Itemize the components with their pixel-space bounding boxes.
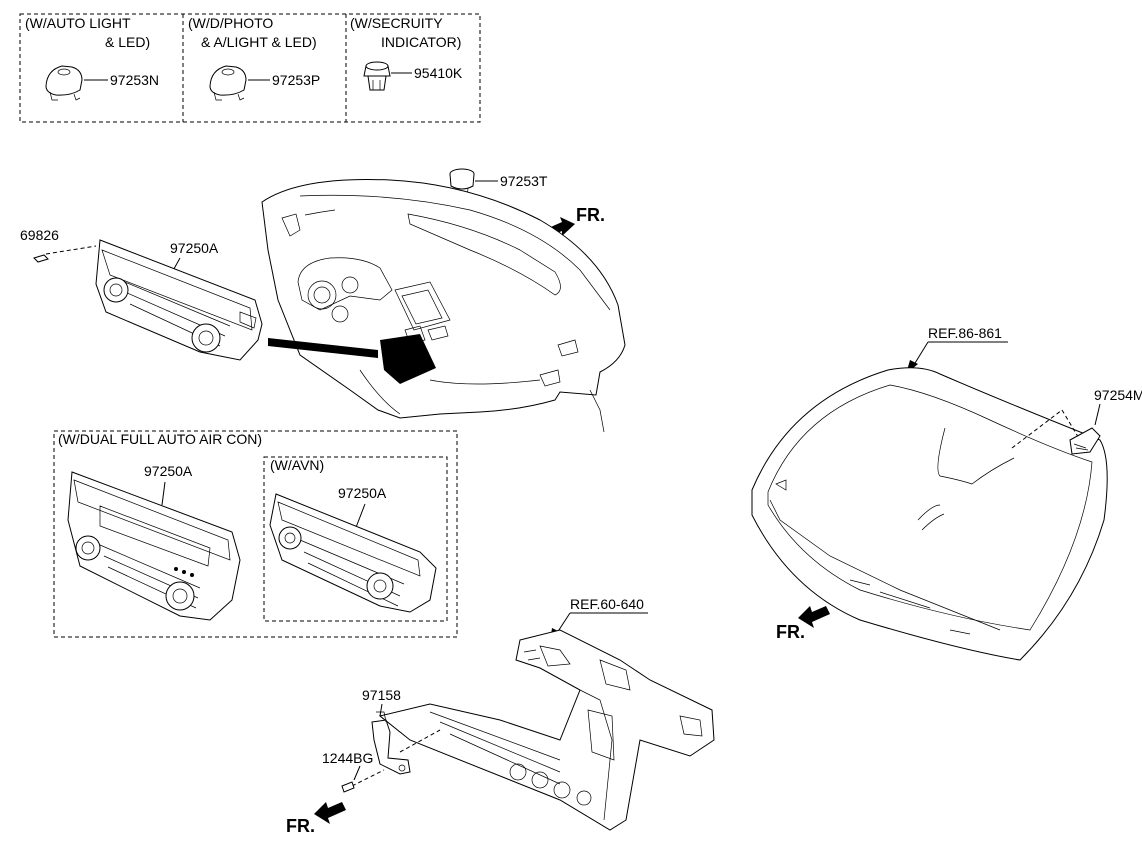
sensor-97253t-icon (449, 168, 475, 199)
sensor-97158-icon (371, 711, 411, 775)
bolt-1244bg-icon (341, 781, 355, 793)
option-dphoto-title: (W/D/PHOTO (188, 15, 273, 31)
front-arrow-icon (314, 802, 346, 824)
part-number-97250a-top: 97250A (170, 240, 219, 256)
security-indicator-95410k-icon (363, 61, 391, 91)
option-security-title: (W/SECRUITY (350, 15, 443, 31)
dashboard-assembly: 97253T FR. (261, 168, 626, 433)
control-install-location (380, 334, 436, 384)
climate-control-97250a-top: 69826 97250A (20, 227, 263, 361)
fr-label-windshield: FR. (776, 622, 805, 642)
part-number-97253p: 97253P (272, 72, 320, 88)
fr-label-dashboard: FR. (576, 205, 605, 225)
front-end-carrier (378, 629, 715, 831)
part-number-97158: 97158 (362, 687, 401, 703)
ref-label-86-861: REF.86-861 (928, 325, 1002, 341)
light-sensor-97253n-icon (45, 65, 83, 101)
install-line (399, 729, 441, 753)
option-auto-light-title: (W/AUTO LIGHT (25, 15, 131, 31)
climate-control-dual-icon (67, 471, 241, 621)
install-line (1011, 409, 1063, 449)
install-line (45, 245, 97, 255)
part-number-1244bg: 1244BG (322, 750, 373, 766)
option-security-title-2: INDICATOR) (381, 34, 461, 50)
windshield-assembly: REF.86-861 97254M FR. (751, 325, 1142, 661)
part-number-97253t: 97253T (500, 173, 548, 189)
option-box-group: (W/AUTO LIGHT & LED) 97253N (W/D/PHOTO &… (19, 13, 481, 123)
light-sensor-97253p-icon (209, 65, 247, 101)
dual-full-auto-title: (W/DUAL FULL AUTO AIR CON) (58, 431, 262, 447)
part-number-97253n: 97253N (110, 72, 159, 88)
avn-title: (W/AVN) (270, 457, 324, 473)
part-number-97254m: 97254M (1094, 387, 1142, 403)
fr-label-front-end: FR. (286, 816, 315, 836)
part-number-95410k: 95410K (414, 65, 463, 81)
option-box-outline (19, 13, 481, 123)
location-pointer (268, 338, 378, 358)
part-number-69826: 69826 (20, 227, 59, 243)
option-dphoto-title-2: & A/LIGHT & LED) (201, 34, 317, 50)
option-auto-light-title-2: & LED) (105, 34, 150, 50)
part-number-97250a-dual: 97250A (144, 463, 193, 479)
dual-full-auto-box: (W/DUAL FULL AUTO AIR CON) 97250A (W/AVN… (53, 430, 458, 638)
front-arrow-icon (798, 606, 830, 628)
ref-label-60-640: REF.60-640 (570, 596, 644, 612)
rain-sensor-97254m-icon (1069, 427, 1101, 455)
part-number-97250a-avn: 97250A (338, 485, 387, 501)
windshield-glass (751, 367, 1108, 661)
climate-control-avn-icon (269, 493, 437, 613)
dashboard-body (261, 179, 626, 419)
screw-69826-icon (33, 254, 49, 263)
front-end-assembly: REF.60-640 97158 1244BG FR. (286, 596, 715, 836)
